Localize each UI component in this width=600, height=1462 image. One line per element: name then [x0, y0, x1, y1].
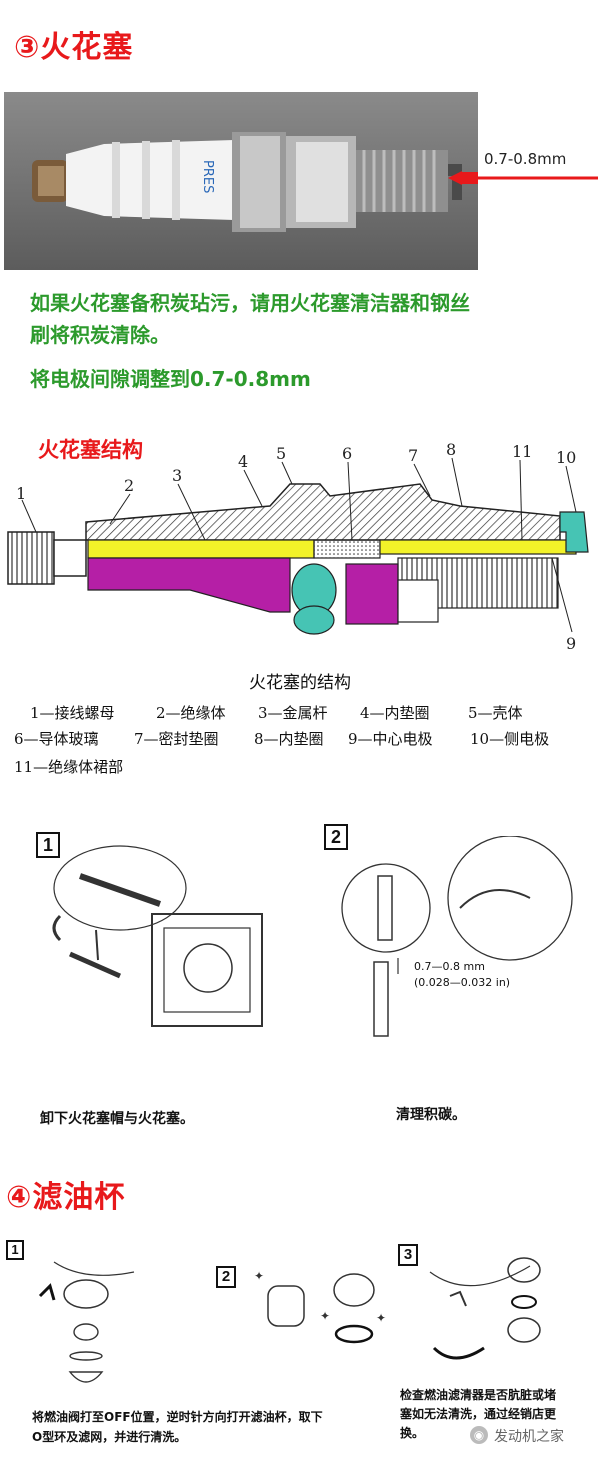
fuel-check-caption-line: 换。 — [400, 1426, 425, 1440]
instruction-line-2: 刷将积炭清除。 — [30, 323, 170, 347]
step-1-caption: 卸下火花塞帽与火花塞。 — [40, 1111, 194, 1127]
fuel-cup-caption-line: 将燃油阀打至OFF位置，逆时针方向打开滤油杯，取下 — [32, 1410, 323, 1424]
gap-label: 0.7-0.8mm — [484, 150, 567, 168]
legend-item: 7—密封垫圈 — [134, 730, 219, 748]
part-number-5: 5 — [276, 444, 287, 463]
legend-item: 10—侧电极 — [470, 730, 550, 748]
removal-illustration — [40, 836, 290, 1056]
section-title-fuel-cup: ④滤油杯 — [6, 1180, 126, 1215]
cleaning-illustration — [340, 835, 580, 1046]
gap-arrow-icon — [448, 171, 598, 185]
part-number-10: 10 — [556, 448, 577, 467]
part-number-1: 1 — [16, 484, 27, 503]
fuel-check-caption-line: 检查燃油滤清器是否肮脏或堵 — [400, 1388, 557, 1402]
gap-spec-in: (0.028—0.032 in) — [414, 976, 511, 989]
part-number-6: 6 — [342, 444, 353, 463]
legend-item: 5—壳体 — [468, 704, 523, 722]
section-title-spark-plug: ③火花塞 — [14, 30, 134, 65]
legend-item: 11—绝缘体裙部 — [14, 758, 124, 776]
legend-item: 6—导体玻璃 — [14, 730, 99, 748]
instruction-line-1: 如果火花塞备积炭玷污，请用火花塞清洁器和钢丝 — [30, 291, 470, 315]
structure-diagram — [0, 440, 600, 665]
part-number-9: 9 — [566, 634, 577, 653]
structure-caption: 火花塞的结构 — [249, 673, 351, 693]
svg-text:✦: ✦ — [320, 1309, 330, 1323]
fuel-cup-caption-line: O型环及滤网，并进行清洗。 — [32, 1430, 187, 1444]
step-number-box: 1 — [36, 832, 60, 858]
legend-item: 8—内垫圈 — [254, 730, 324, 748]
fuel-check-caption-line: 塞如无法清洗，通过经销店更 — [400, 1407, 557, 1421]
plug-brand-text: PRES — [200, 160, 215, 193]
structure-title: 火花塞结构 — [38, 438, 143, 462]
part-number-7: 7 — [408, 446, 419, 465]
step-number-box: 2 — [216, 1266, 236, 1288]
part-number-2: 2 — [124, 476, 135, 495]
filter-clean-illustration: ✦ ✦ ✦ — [250, 1260, 390, 1360]
legend-item: 4—内垫圈 — [360, 704, 430, 722]
step-number-box: 2 — [324, 824, 348, 850]
svg-text:✦: ✦ — [254, 1269, 264, 1283]
legend-item: 2—绝缘体 — [156, 704, 226, 722]
legend-item: 1—接线螺母 — [30, 704, 115, 722]
step-2-caption: 清理积碳。 — [396, 1107, 466, 1123]
part-number-8: 8 — [446, 440, 457, 459]
step-number-box: 1 — [6, 1240, 24, 1260]
spark-plug-photo: PRES — [4, 92, 478, 270]
gap-spec-mm: 0.7—0.8 mm — [414, 960, 485, 973]
svg-text:✦: ✦ — [376, 1311, 386, 1325]
step-number-box: 3 — [398, 1244, 418, 1266]
instruction-line-3: 将电极间隙调整到0.7-0.8mm — [30, 367, 311, 391]
fuel-valve-illustration — [24, 1252, 144, 1392]
wechat-icon: ◉ — [470, 1426, 488, 1444]
part-number-4: 4 — [238, 452, 249, 471]
part-number-11: 11 — [512, 442, 533, 461]
watermark-text: 发动机之家 — [494, 1429, 564, 1445]
filter-check-illustration — [420, 1252, 570, 1382]
legend-item: 9—中心电极 — [348, 730, 433, 748]
legend-item: 3—金属杆 — [258, 704, 328, 722]
part-number-3: 3 — [172, 466, 183, 485]
